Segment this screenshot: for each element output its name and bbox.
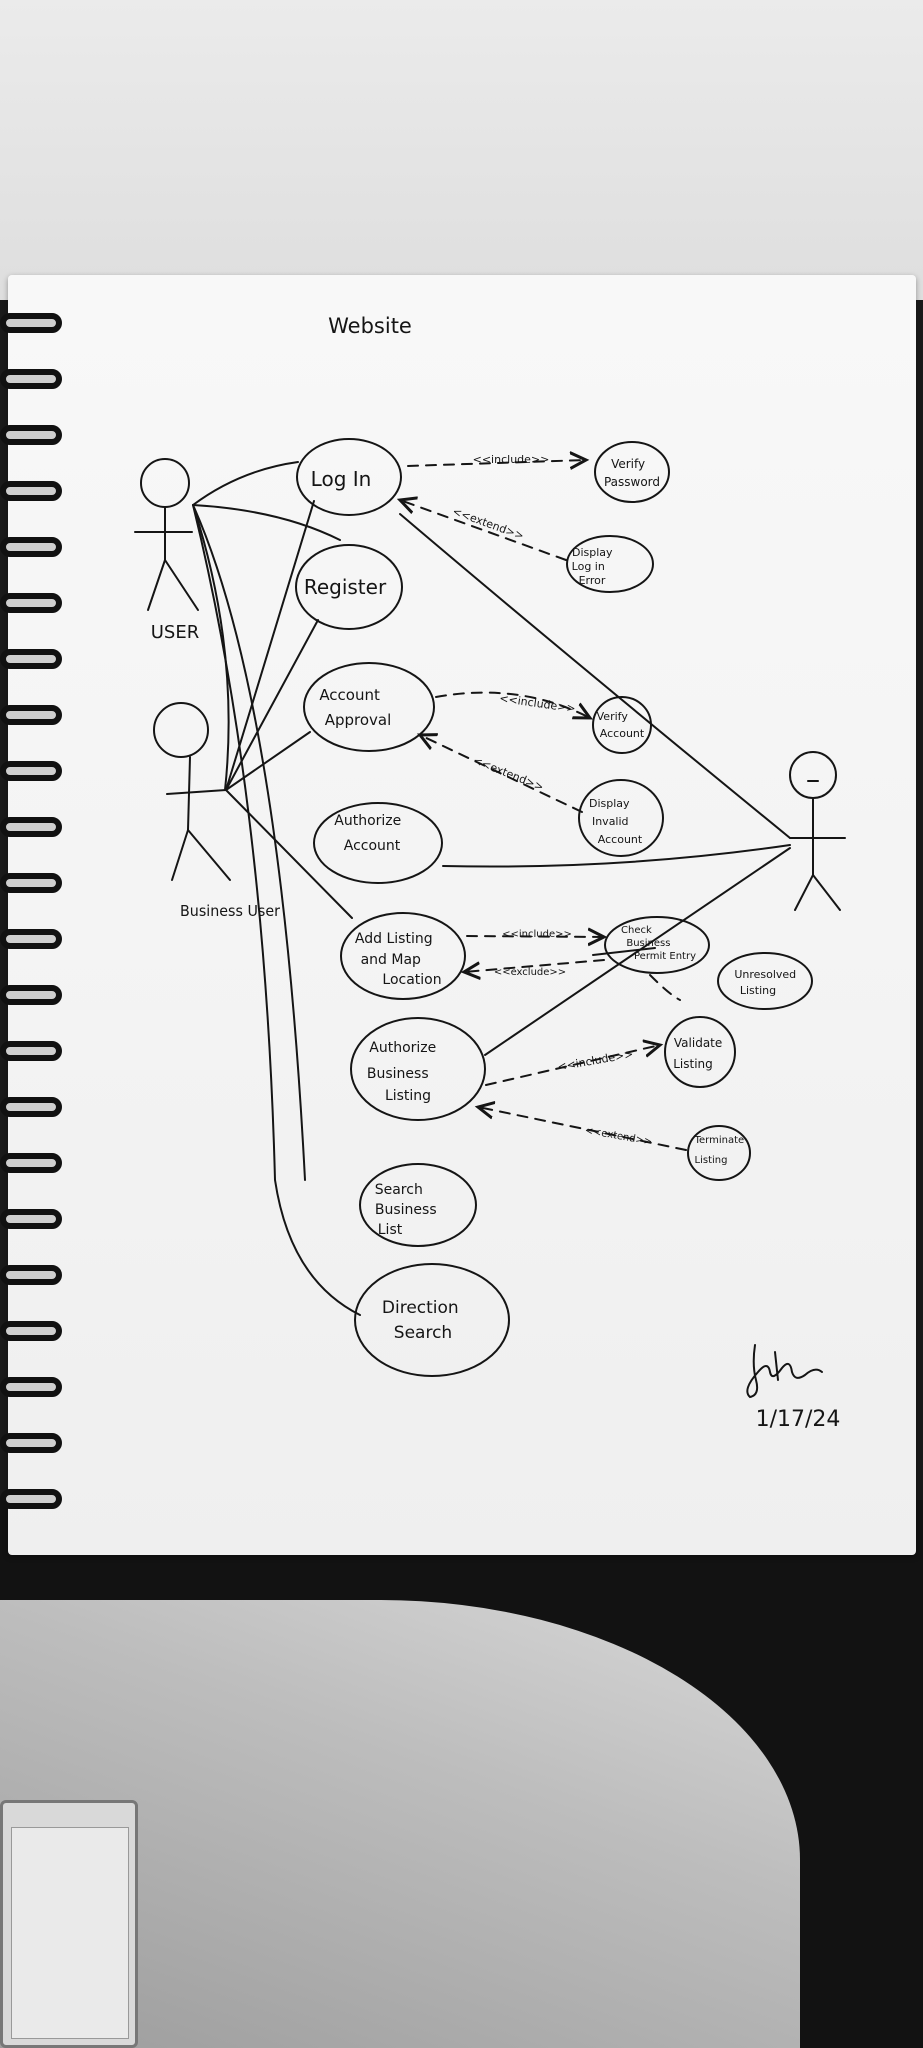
usecase-register-ellipse [295,544,403,630]
relation-login-extend-label: <<extend>> [451,505,526,543]
usecase-login-label: Log In [311,467,372,491]
spiral-ring [0,425,62,445]
usecase-verify-password-label: Verify Password [604,457,660,489]
actor-business-user-figure [153,702,231,881]
usecase-verify-account-label: Verify Account [597,710,645,740]
id-badge-card [11,1827,129,2039]
spiral-ring [0,1153,62,1173]
spiral-ring [0,1321,62,1341]
spiral-ring [0,537,62,557]
spiral-ring [0,313,62,333]
usecase-display-invalid-account-label: Display Invalid Account [589,797,643,846]
usecase-account-approval-ellipse [303,662,435,752]
usecase-verify-account-ellipse [592,696,652,754]
usecase-register-label: Register [304,575,387,599]
spiral-ring [0,481,62,501]
usecase-search-list-label: Search Business List [375,1182,441,1238]
handwritten-signature [746,1344,823,1399]
spiral-ring [0,1489,62,1509]
usecase-display-invalid-account-ellipse [578,779,664,857]
usecase-display-login-error-label: Display Log in Error [572,546,616,587]
usecase-account-approval-label: Account Approval [319,686,391,729]
usecase-display-login-error-ellipse [566,535,654,593]
relation-listing-include-label: <<include>> [502,929,572,940]
diagram-title: Website [328,314,412,338]
spiral-ring [0,1041,62,1061]
spiral-ring [0,593,62,613]
usecase-add-listing-ellipse [340,912,466,1000]
spiral-ring [0,985,62,1005]
relation-authorize-extend-label: <<extend>> [584,1125,653,1148]
usecase-authorize-account-ellipse [313,802,443,884]
usecase-direction-search-ellipse [354,1263,510,1377]
usecase-login-ellipse [296,438,402,516]
usecase-unresolved-listing-ellipse [717,952,813,1010]
association-lines [192,461,791,1316]
spiral-ring [0,929,62,949]
usecase-terminate-listing-ellipse [687,1125,751,1181]
usecase-add-listing-label: Add Listing and Map Location [355,931,442,988]
signature-date: 1/17/24 [756,1407,841,1432]
usecase-authorize-listing-label: Authorize Business Listing [367,1040,441,1104]
spiral-ring [0,873,62,893]
spiral-ring [0,369,62,389]
spiral-ring [0,1209,62,1229]
spiral-ring [0,817,62,837]
actor-user-figure [134,458,199,611]
relation-approval-extend-label: <<extend>> [471,754,545,794]
relation-login-include-label: <<include>> [473,453,550,466]
usecase-authorize-listing-ellipse [350,1017,486,1121]
relation-authorize-include-label: <<include>> [556,1047,634,1073]
actor-user-label: USER [151,622,199,643]
usecase-authorize-account-label: Authorize Account [334,813,405,854]
usecase-search-list-ellipse [359,1163,477,1247]
actor-admin-figure [789,751,846,911]
spiral-ring [0,649,62,669]
usecase-validate-listing-label: Validate Listing [673,1036,726,1071]
spiral-ring [0,705,62,725]
relation-listing-exclude-label: <<exclude>> [494,967,566,978]
usecase-check-permit-label: Check Business Permit Entry [621,925,696,962]
usecase-direction-search-label: Direction Search [382,1298,464,1343]
spiral-ring [0,1097,62,1117]
actor-business-user-label: Business User [180,902,281,920]
spiral-ring [0,1265,62,1285]
spiral-ring [0,761,62,781]
dashed-relations [400,460,687,1151]
notebook-page [8,275,916,1555]
relation-approval-include-label: <<include>> [499,692,577,716]
usecase-unresolved-listing-label: Unresolved Listing [734,968,799,997]
id-badge [0,1800,138,2048]
usecase-validate-listing-ellipse [664,1016,736,1088]
spiral-ring [0,1433,62,1453]
background-wall [0,0,923,300]
spiral-ring [0,1377,62,1397]
usecase-verify-password-ellipse [594,441,670,503]
usecase-terminate-listing-label: Terminate Listing [694,1135,748,1166]
